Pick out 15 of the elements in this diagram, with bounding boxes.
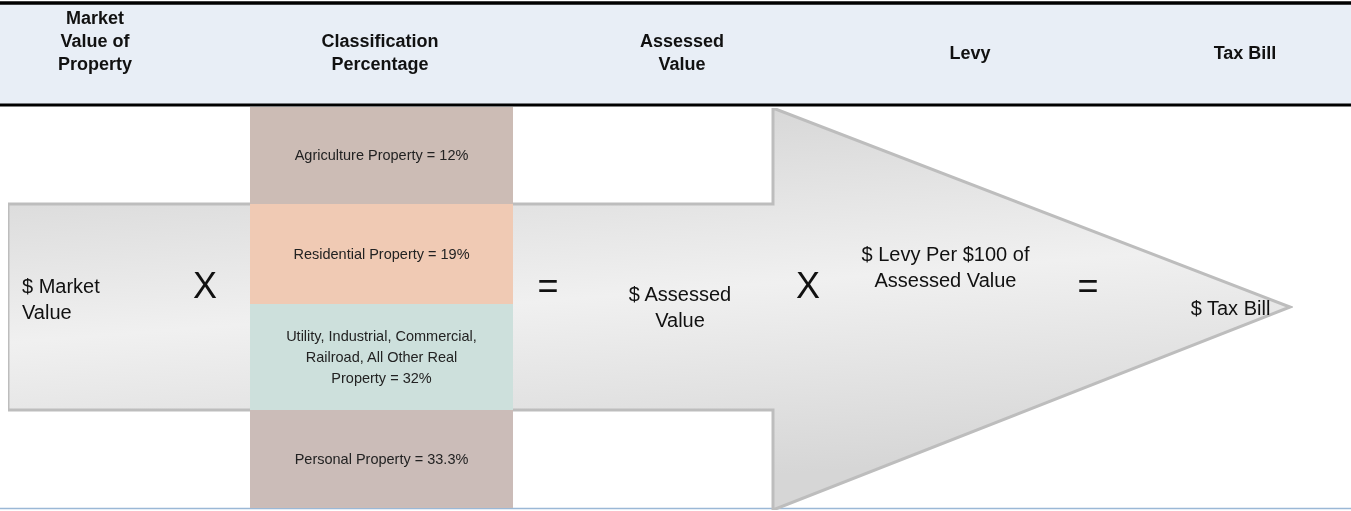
category-box: Agriculture Property = 12% <box>250 107 513 204</box>
value-text: $ Market Value <box>22 274 101 325</box>
column-header: Levy <box>948 42 992 65</box>
value-text: $ Levy Per $100 of Assessed Value <box>860 242 1031 293</box>
operator-symbol: X <box>795 266 821 306</box>
value-text: $ Tax Bill <box>1189 296 1272 321</box>
operator-symbol: = <box>1076 266 1100 306</box>
column-header: Tax Bill <box>1212 42 1278 65</box>
column-header: Market Value of Property <box>57 7 133 76</box>
value-text: $ Assessed Value <box>627 282 733 333</box>
operator-symbol: = <box>536 266 560 306</box>
column-header: Classification Percentage <box>320 30 440 76</box>
operator-symbol: X <box>192 266 218 306</box>
category-box: Personal Property = 33.3% <box>250 410 513 508</box>
column-header: Assessed Value <box>638 30 726 76</box>
